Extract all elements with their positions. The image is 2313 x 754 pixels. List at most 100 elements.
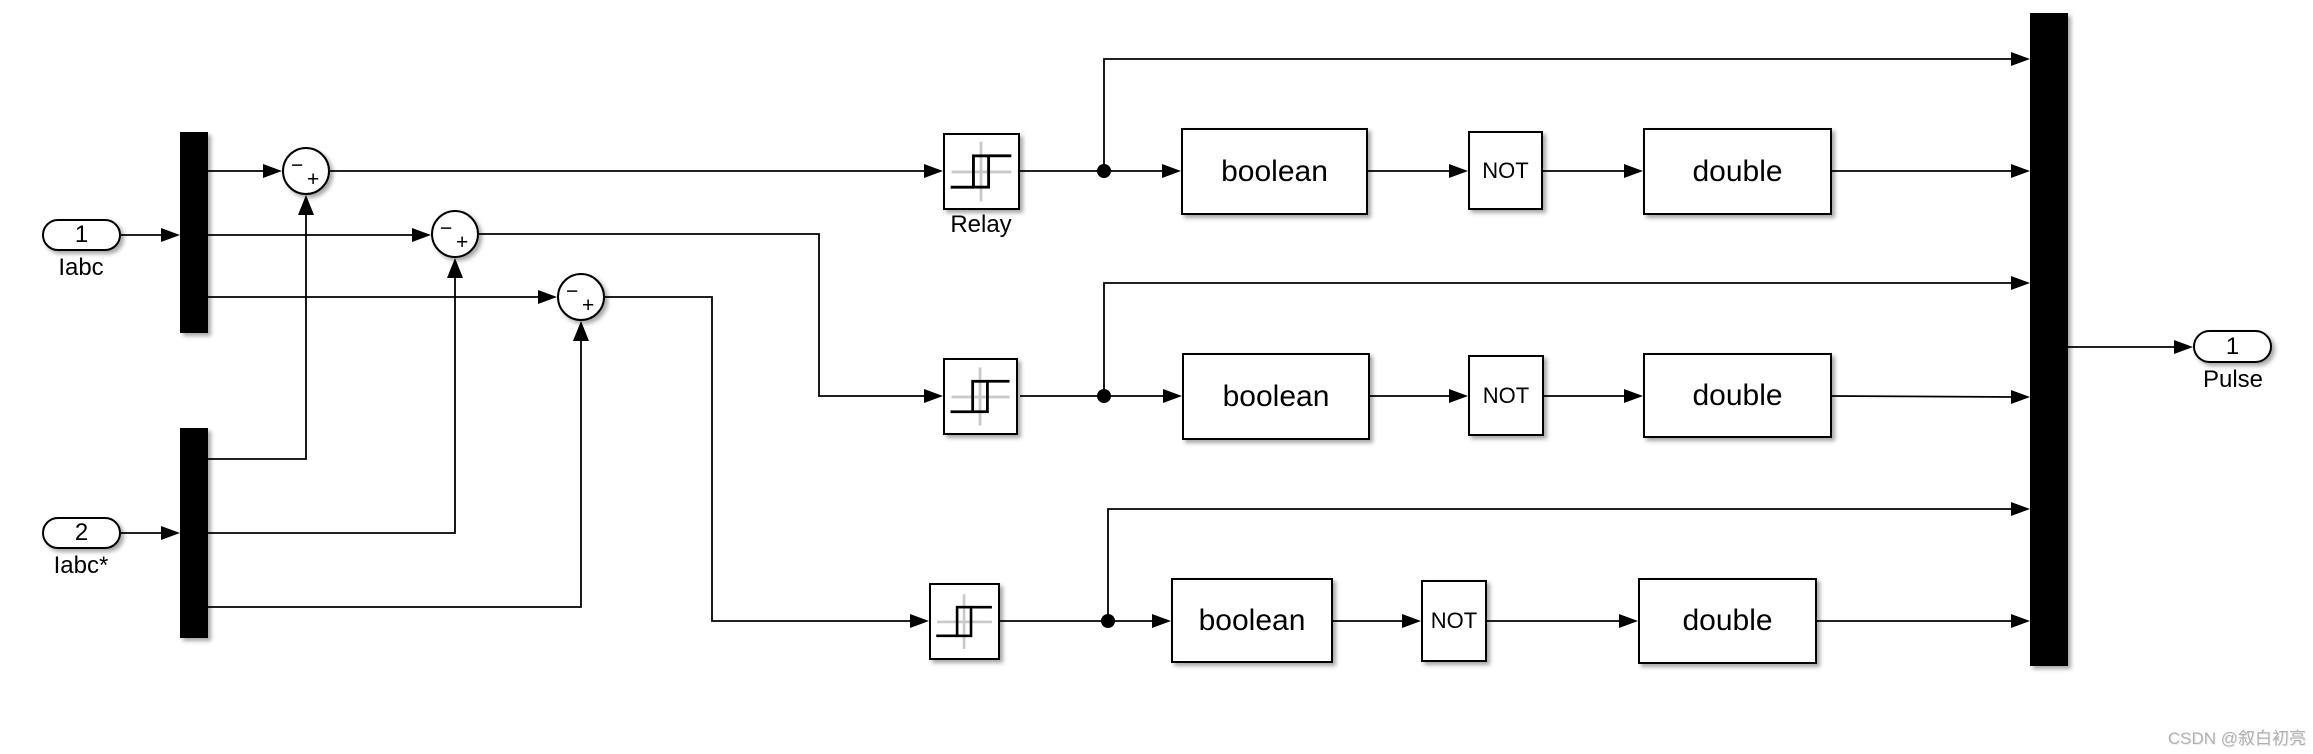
arrowhead — [2011, 502, 2030, 516]
arrowhead — [161, 526, 180, 540]
sum-block-1[interactable]: − + — [282, 147, 330, 195]
wire-not3-to-double3[interactable] — [1487, 614, 1638, 628]
arrowhead — [1449, 164, 1468, 178]
relay-block-label: Relay — [950, 211, 1012, 238]
sum-1-minus-sign: − — [291, 154, 304, 177]
sum-2-plus-sign: + — [456, 231, 469, 254]
arrowhead — [2011, 164, 2030, 178]
wire-relay1-to-boolean1[interactable] — [1020, 164, 1181, 178]
not-block-3[interactable]: NOT — [1421, 580, 1487, 662]
csdn-watermark: CSDN @叙白初亮 — [2167, 729, 2306, 748]
relay-hysteresis-icon — [950, 141, 1012, 202]
not-block-1-label: NOT — [1482, 157, 1529, 183]
wire-relay1-branch-to-mux[interactable] — [1103, 52, 2030, 171]
arrowhead — [298, 195, 314, 215]
arrowhead — [412, 228, 431, 242]
wire-in1-to-demux1[interactable] — [121, 228, 180, 242]
not-block-1[interactable]: NOT — [1468, 131, 1543, 210]
wire-sum1-to-relay1[interactable] — [330, 164, 943, 178]
double-block-2-label: double — [1692, 378, 1783, 412]
not-block-2[interactable]: NOT — [1468, 355, 1544, 436]
wire-relay2-to-boolean2[interactable] — [1020, 389, 1182, 403]
wire-demux2-out3-to-sum3-plus[interactable] — [208, 321, 589, 608]
wire-demux2-out1-to-sum1-plus[interactable] — [208, 195, 314, 460]
wire-sum3-to-relay3[interactable] — [605, 296, 929, 628]
wire-relay3-branch-to-mux[interactable] — [1107, 502, 2030, 621]
arrowhead — [538, 290, 557, 304]
arrowhead — [1624, 389, 1643, 403]
double-block-1[interactable]: double — [1643, 128, 1832, 215]
boolean-block-1-label: boolean — [1221, 154, 1328, 188]
demux-block-1[interactable] — [180, 132, 208, 333]
arrowhead — [1162, 164, 1181, 178]
wire-sum2-to-relay2[interactable] — [479, 233, 943, 403]
arrowhead — [1163, 389, 1182, 403]
arrowhead — [1624, 164, 1643, 178]
wire-boolean1-to-not1[interactable] — [1368, 164, 1468, 178]
sum-block-2[interactable]: − + — [431, 210, 479, 258]
inport-1-label: Iabc — [58, 254, 104, 281]
wire-not1-to-double1[interactable] — [1543, 164, 1643, 178]
wire-demux1-out3-to-sum3[interactable] — [208, 290, 557, 304]
boolean-block-1[interactable]: boolean — [1181, 128, 1368, 215]
arrowhead — [2011, 390, 2030, 404]
wire-demux2-out2-to-sum2-plus[interactable] — [208, 258, 463, 534]
wire-demux1-out2-to-sum2[interactable] — [208, 228, 431, 242]
sum-3-minus-sign: − — [566, 280, 579, 303]
sum-1-plus-sign: + — [307, 168, 320, 191]
boolean-block-3-label: boolean — [1198, 603, 1306, 637]
not-block-3-label: NOT — [1430, 608, 1478, 633]
arrowhead — [447, 258, 463, 278]
sum-3-plus-sign: + — [582, 294, 595, 317]
wire-double3-to-mux[interactable] — [1817, 614, 2030, 628]
inport-2-label: Iabc* — [53, 552, 109, 579]
wire-boolean3-to-not3[interactable] — [1333, 614, 1421, 628]
double-block-3-label: double — [1682, 604, 1773, 637]
arrowhead — [1619, 614, 1638, 628]
wire-mux-to-out1[interactable] — [2068, 340, 2193, 354]
sum-block-3[interactable]: − + — [557, 273, 605, 321]
arrowhead — [573, 321, 589, 341]
double-block-2[interactable]: double — [1643, 353, 1832, 438]
wire-relay3-to-boolean3[interactable] — [1000, 614, 1171, 628]
arrowhead — [2011, 614, 2030, 628]
arrowhead — [924, 389, 943, 403]
not-block-2-label: NOT — [1482, 382, 1530, 408]
arrowhead — [2174, 340, 2193, 354]
relay-block-3[interactable] — [929, 583, 1000, 660]
inport-2[interactable]: 2 — [42, 517, 121, 549]
arrowhead — [910, 614, 929, 628]
double-block-1-label: double — [1692, 154, 1783, 188]
inport-1-number: 1 — [74, 221, 89, 248]
wire-in2-to-demux2[interactable] — [121, 526, 180, 540]
relay-hysteresis-icon — [950, 367, 1010, 426]
wire-double1-to-mux[interactable] — [1832, 164, 2030, 178]
inport-1[interactable]: 1 — [42, 219, 121, 251]
arrowhead — [263, 164, 282, 178]
inport-2-number: 2 — [74, 519, 89, 546]
arrowhead — [2011, 276, 2030, 290]
boolean-block-2-label: boolean — [1222, 379, 1330, 413]
wire-double2-to-mux[interactable] — [1831, 390, 2030, 404]
arrowhead — [2011, 52, 2030, 66]
boolean-block-3[interactable]: boolean — [1171, 578, 1333, 663]
mux-block[interactable] — [2030, 13, 2068, 666]
demux-block-2[interactable] — [180, 428, 208, 638]
double-block-3[interactable]: double — [1638, 578, 1817, 664]
boolean-block-2[interactable]: boolean — [1182, 353, 1370, 440]
wire-demux1-out1-to-sum1[interactable] — [208, 164, 282, 178]
arrowhead — [924, 164, 943, 178]
outport-1[interactable]: 1 — [2193, 330, 2272, 363]
sum-2-minus-sign: − — [440, 217, 453, 240]
relay-block-2[interactable] — [943, 358, 1018, 435]
wire-boolean2-to-not2[interactable] — [1370, 389, 1468, 403]
wire-not2-to-double2[interactable] — [1544, 389, 1643, 403]
wire-relay2-branch-to-mux[interactable] — [1103, 276, 2030, 396]
relay-hysteresis-icon — [936, 594, 992, 649]
arrowhead — [1449, 389, 1468, 403]
arrowhead — [1152, 614, 1171, 628]
relay-block-1[interactable] — [943, 133, 1020, 210]
arrowhead — [161, 228, 180, 242]
